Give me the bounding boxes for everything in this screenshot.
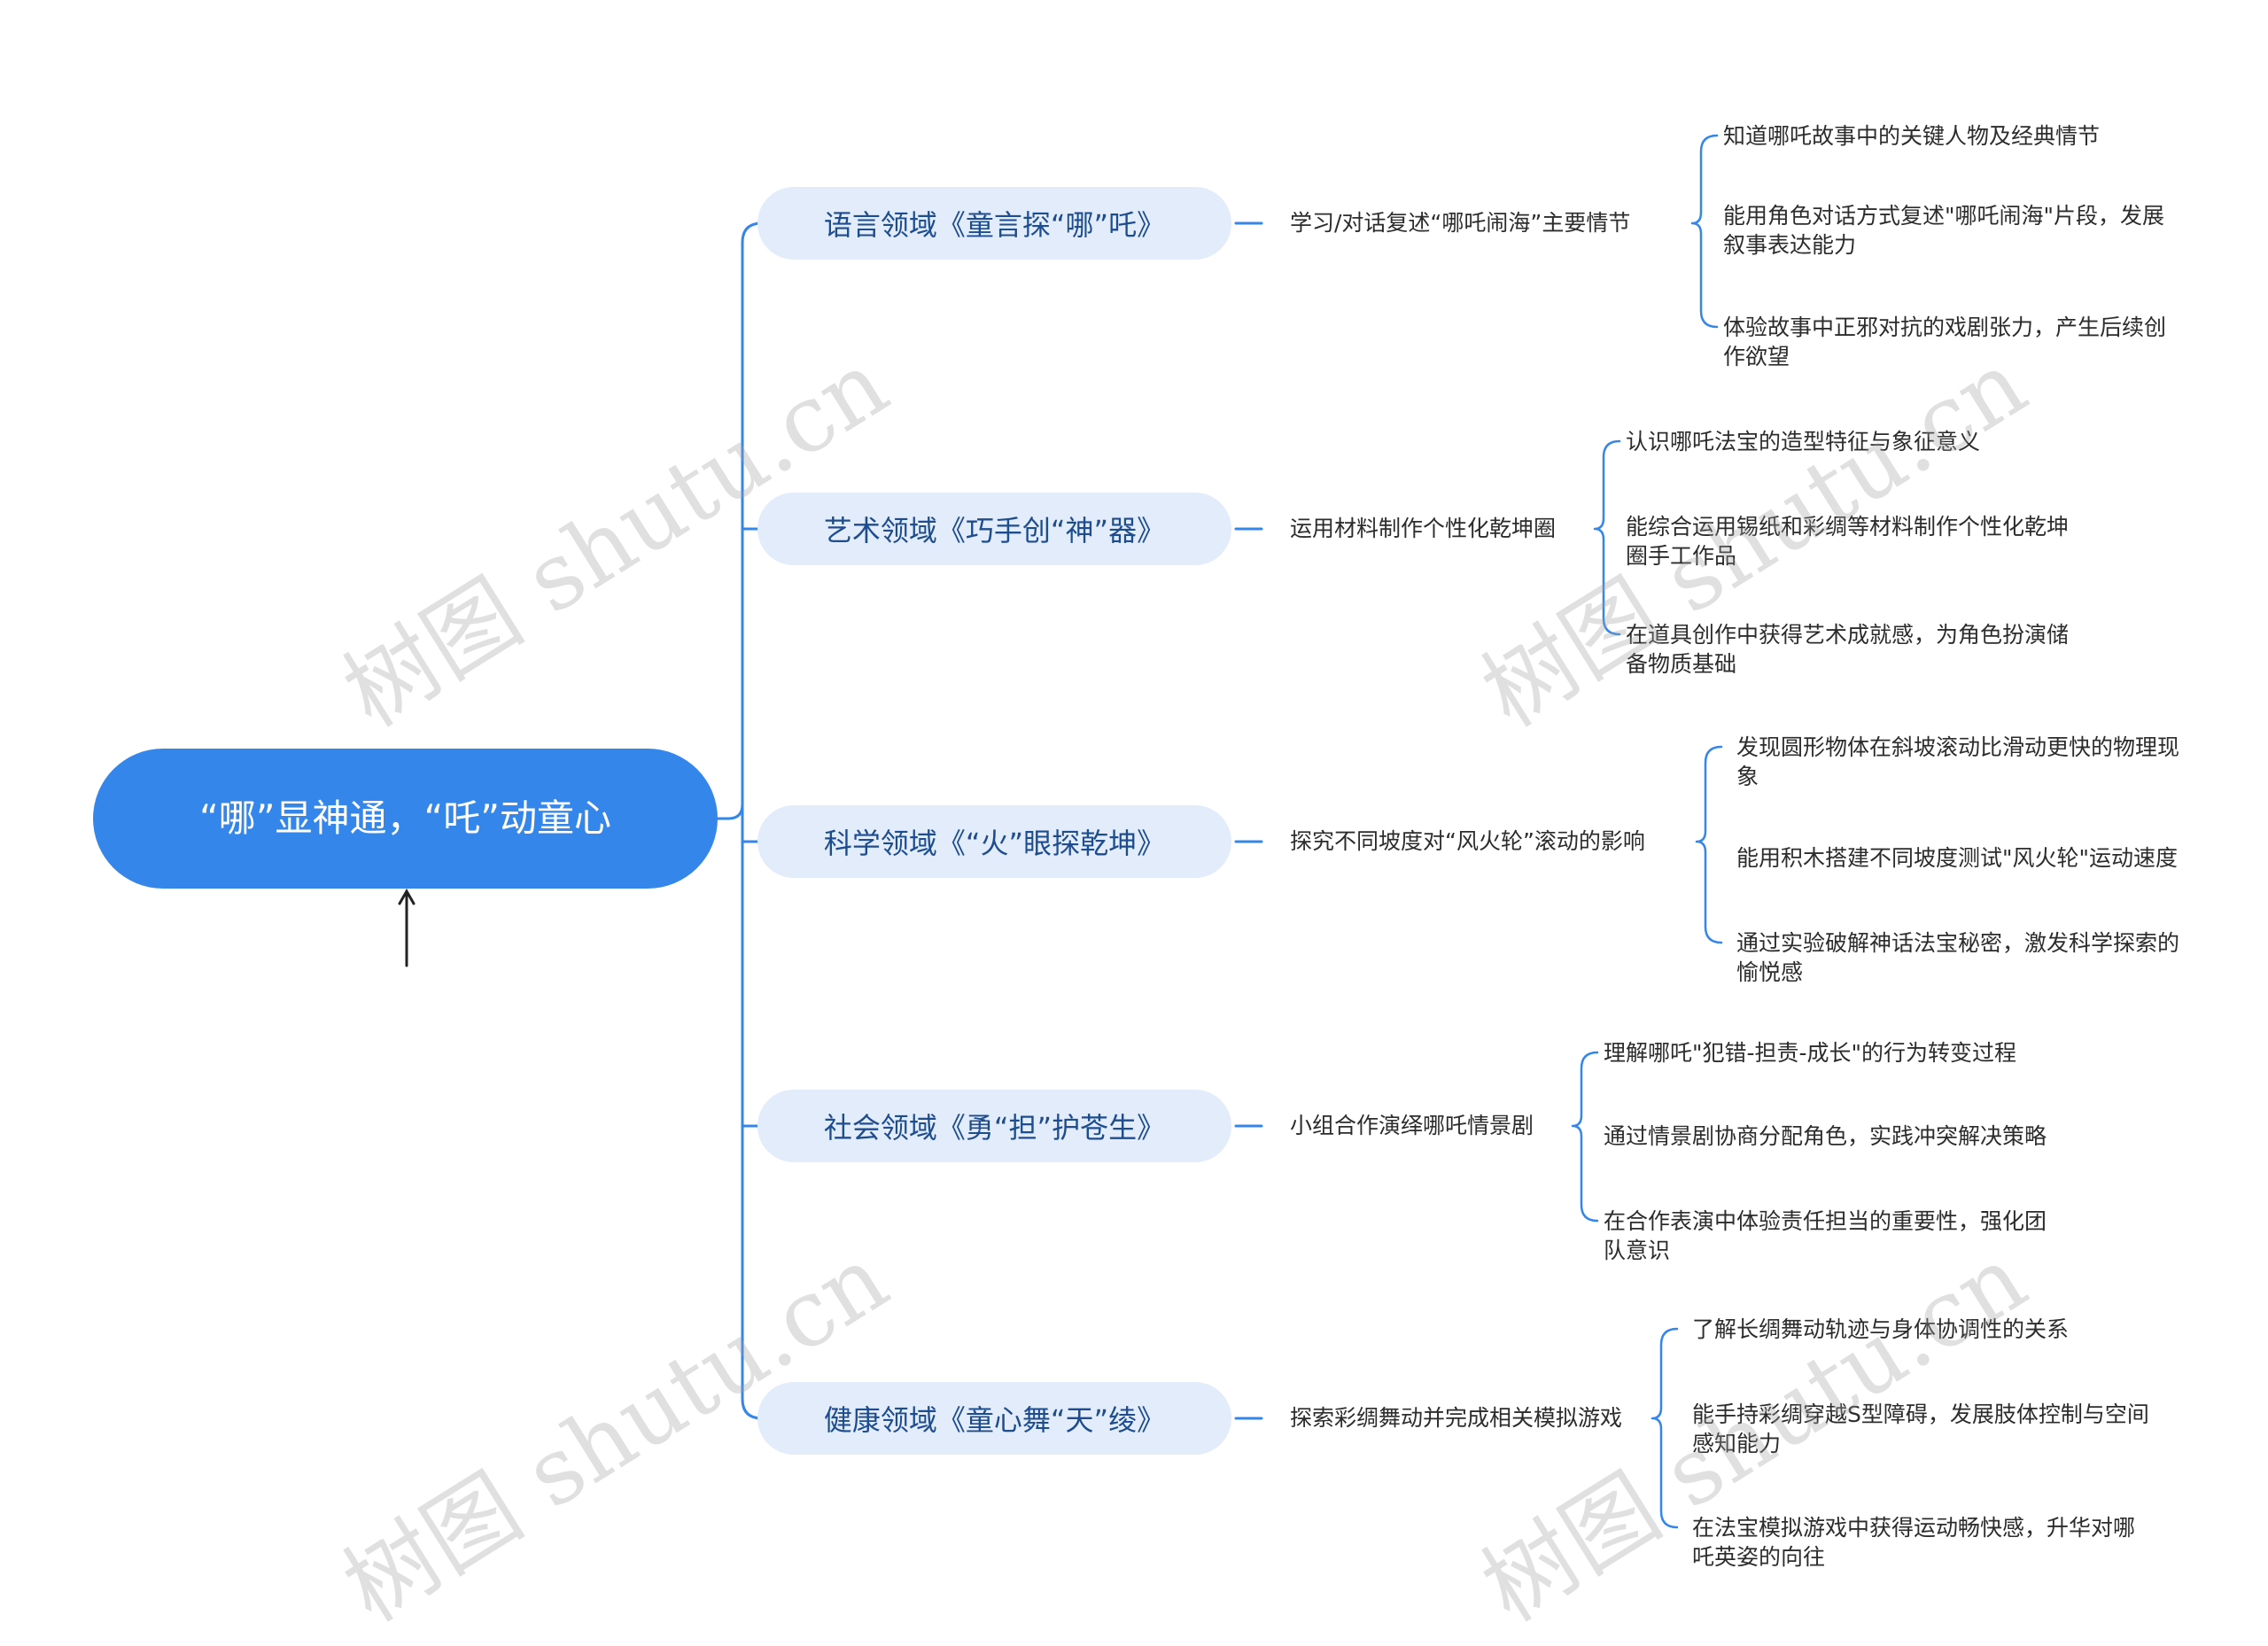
leaf-item: 认识哪吒法宝的造型特征与象征意义 [1626, 429, 1981, 454]
branch-node[interactable]: 健康领域《童心舞“天”绫》 [757, 1382, 1231, 1455]
leaf-item: 能综合运用锡纸和彩绸等材料制作个性化乾坤圈手工作品 [1626, 514, 2070, 569]
leaf-bracket [1695, 745, 1723, 944]
leaf-item: 了解长绸舞动轨迹与身体协调性的关系 [1692, 1316, 2070, 1342]
branch-label: 健康领域《童心舞“天”绫》 [823, 1403, 1166, 1437]
branch-detail: 探究不同坡度对“风火轮”滚动的影响 [1290, 828, 1645, 854]
branch-node[interactable]: 语言领域《童言探“哪”吒》 [757, 187, 1231, 260]
leaf-bracket [1571, 1051, 1599, 1223]
branch-node[interactable]: 科学领域《“火”眼探乾坤》 [757, 805, 1231, 878]
leaf-item: 理解哪吒"犯错-担责-成长"的行为转变过程 [1604, 1040, 2017, 1066]
branch-node[interactable]: 社会领域《勇“担”护苍生》 [757, 1090, 1231, 1162]
branch-label: 科学领域《“火”眼探乾坤》 [823, 827, 1166, 860]
leaf-item: 在法宝模拟游戏中获得运动畅快感，升华对哪吒英姿的向往 [1692, 1515, 2136, 1570]
root-node[interactable]: “哪”显神通，“吒”动童心 [93, 749, 718, 889]
root-connector [716, 803, 744, 820]
leaf-item: 通过情景剧协商分配角色，实践冲突解决策略 [1604, 1123, 2047, 1149]
branch-detail: 探索彩绸舞动并完成相关模拟游戏 [1290, 1405, 1623, 1431]
branch-label: 艺术领域《巧手创“神”器》 [823, 514, 1166, 547]
leaf-item: 知道哪吒故事中的关键人物及经典情节 [1723, 123, 2101, 149]
trunk-line [741, 221, 763, 1420]
leaf-item: 能手持彩绸穿越S型障碍，发展肢体控制与空间感知能力 [1692, 1401, 2149, 1456]
leaf-bracket [1593, 439, 1621, 636]
leaf-item: 通过实验破解神话法宝秘密，激发科学探索的愉悦感 [1736, 930, 2180, 985]
branch-detail: 学习/对话复述“哪吒闹海”主要情节 [1290, 210, 1631, 236]
leaf-item: 在合作表演中体验责任担当的重要性，强化团队意识 [1604, 1208, 2047, 1263]
branch-label: 社会领域《勇“担”护苍生》 [823, 1111, 1166, 1145]
leaf-item: 能用角色对话方式复述"哪吒闹海"片段，发展叙事表达能力 [1723, 203, 2164, 258]
arrow-head [398, 888, 416, 905]
branch-node[interactable]: 艺术领域《巧手创“神”器》 [757, 493, 1231, 565]
leaf-bracket [1690, 134, 1719, 329]
branch-detail: 运用材料制作个性化乾坤圈 [1290, 516, 1557, 541]
branch-detail: 小组合作演绎哪吒情景剧 [1290, 1113, 1534, 1138]
leaf-item: 体验故事中正邪对抗的戏剧张力，产生后续创作欲望 [1723, 314, 2167, 369]
leaf-item: 能用积木搭建不同坡度测试"风火轮"运动速度 [1736, 845, 2178, 871]
leaf-bracket [1651, 1327, 1679, 1529]
leaf-item: 在道具创作中获得艺术成就感，为角色扮演储备物质基础 [1626, 622, 2070, 677]
root-title: “哪”显神通，“吒”动童心 [198, 796, 612, 840]
branch-label: 语言领域《童言探“哪”吒》 [823, 208, 1166, 242]
leaf-item: 发现圆形物体在斜坡滚动比滑动更快的物理现象 [1736, 734, 2180, 789]
